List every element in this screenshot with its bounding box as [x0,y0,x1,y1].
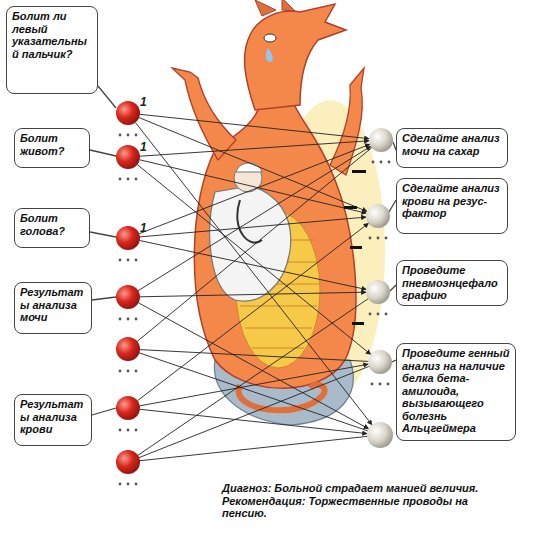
node-text: Болит ли левый указательный пальчик? [12,10,92,60]
callout-bubble: Сделайте анализ мочи на сахар [396,128,508,168]
synapse-connector [140,364,368,406]
synapse-connector [139,118,367,212]
neuron-shape [367,422,393,448]
dragon-eye [264,34,276,42]
neuron-circle [369,128,393,152]
neuron-circle [116,145,140,169]
neuron-node: Сделайте анализ мочи на сахар [369,128,393,152]
node-text: Болит голова? [20,212,84,237]
tear [266,48,273,62]
synapse-connector [140,241,367,290]
dragon-arm [330,68,364,175]
weight-bar [344,170,366,325]
neuron-node: Проведите генный анализ на наличие белка… [368,350,392,374]
synapse-connector [140,114,369,138]
weight-number: 1 [140,222,147,234]
dragon-head [245,4,346,110]
input-neuron [116,450,140,474]
node-text: Болит живот? [20,132,84,157]
synapse-connector [138,146,371,290]
weight-number: 1 [140,141,147,153]
synapse-connector [140,292,366,297]
node-text: Проведите пневмоэнцефалографию [402,264,502,302]
neuron-circle [116,101,140,125]
neuron-circle [366,280,390,304]
callout-bubble: Болит ли левый указательный пальчик? [6,6,98,94]
bubble-tail [90,86,396,415]
neuron-shape [368,350,392,374]
doctor-cap [236,163,262,172]
neuron-node: Сделайте анализ крови на резус-фактор [366,204,390,228]
node-text: Результаты анализа мочи [20,286,86,324]
neuron-shape [116,145,140,169]
neuron-circle [116,226,140,250]
synapse-connector [140,160,367,213]
neuron-shape [116,285,140,309]
weight-number: 1 [140,96,147,108]
node-text: Сделайте анализ крови на резус-фактор [402,182,502,220]
neuron-circle [368,350,392,374]
dragon-crest [255,0,295,16]
callout-bubble: Проведите пневмоэнцефалографию [396,260,508,306]
callout-bubble: Болит живот? [14,128,90,168]
synapse-connector [140,217,366,237]
neuron-node: Результаты анализа мочи [116,285,140,309]
synapse-connector [139,144,370,233]
node-text: Рекомендация: Торжественные проводы на п… [222,495,484,520]
node-text: Сделайте анализ мочи на сахар [402,132,502,157]
synapse-connector [137,165,370,355]
neuron-node: Результаты анализа крови [116,396,140,420]
node-text: Проведите генный анализ на наличие белка… [402,347,510,435]
neuron-shape [366,204,390,228]
neuron-circle [116,285,140,309]
dragon-arm [172,68,236,160]
neuron-circle [367,422,393,448]
callout-bubble: Проведите генный анализ на наличие белка… [396,343,516,441]
node-text: Результаты анализа крови [20,398,86,436]
neuron-shape [369,128,393,152]
neuron-node: Диагноз: Больной страдает манией величия… [367,422,393,448]
input-neuron [116,337,140,361]
wire [128,140,381,462]
neuron-node: Болит живот? [116,145,140,169]
neuron-node: Болит голова? [116,226,140,250]
synapse-connector [140,409,367,433]
neuron-node: Проведите пневмоэнцефалографию [366,280,390,304]
callout-bubble: Результаты анализа мочи [14,282,92,334]
neuron-circle [366,204,390,228]
diagnosis-text: Диагноз: Больной страдает манией величия… [222,482,484,542]
callout-bubble: Сделайте анализ крови на резус-фактор [396,178,508,234]
callout-bubble: Результаты анализа крови [14,394,92,446]
neuron-shape [116,226,140,250]
synapse-connector [140,141,369,156]
neuron-shape [366,280,390,304]
node-text: Диагноз: Больной страдает манией величия… [222,482,484,495]
callout-bubble: Болит голова? [14,208,90,248]
neuron-shape [116,396,140,420]
ellipsis-dots [119,134,391,486]
neuron-circle [116,396,140,420]
neuron-node: Болит ли левый указательный пальчик? [116,101,140,125]
neuron-shape [116,101,140,125]
